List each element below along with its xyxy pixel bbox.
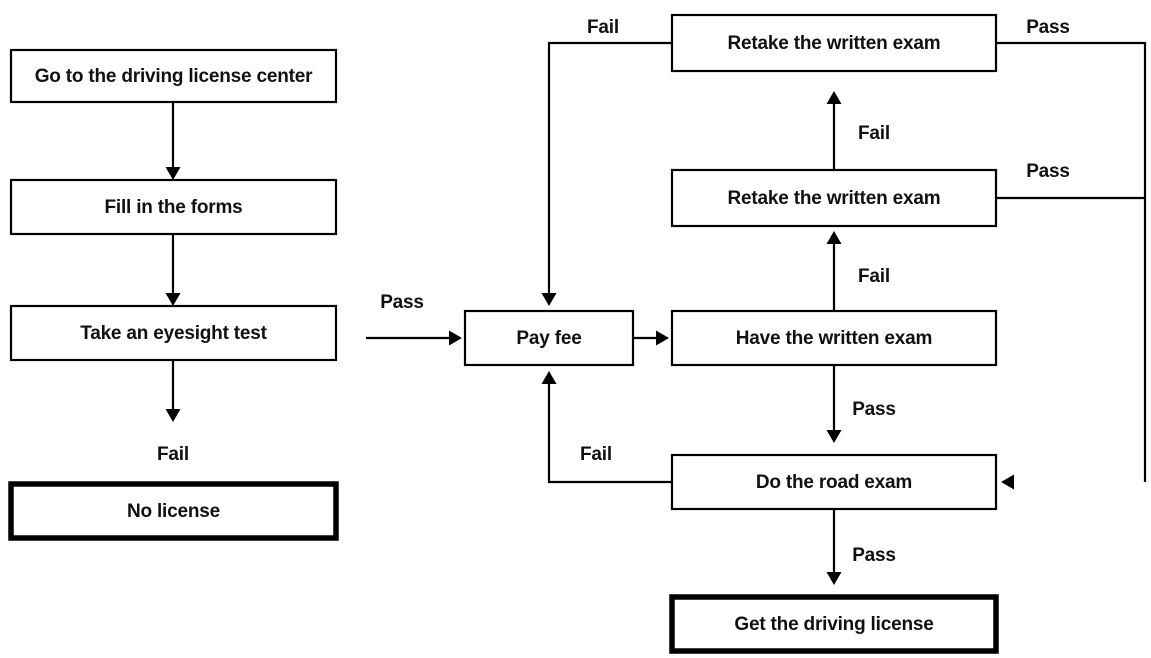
node-label-get-license: Get the driving license	[734, 614, 933, 635]
edge-e-retake1-pass	[996, 41, 1147, 490]
edge-label-e-retake1-pass: Pass	[1026, 17, 1070, 38]
node-box-road-exam[interactable]	[670, 453, 998, 511]
edge-e-payfee-written	[633, 330, 669, 346]
arrowhead-e-forms-eyesight	[165, 293, 181, 306]
node-box-get-license[interactable]	[669, 594, 999, 654]
edge-e-retake1-fail	[541, 41, 672, 306]
edge-label-e-eyesight-pass: Pass	[380, 292, 424, 313]
node-retake-2[interactable]: Retake the written exam	[670, 168, 998, 228]
edge-label-e-road-pass: Pass	[852, 545, 896, 566]
edge-line-e-retake1-pass	[996, 41, 1147, 482]
edge-e-forms-eyesight	[165, 234, 181, 306]
node-box-retake-1[interactable]	[670, 13, 998, 73]
edge-label-e-retake2-pass: Pass	[1026, 161, 1070, 182]
arrowhead-e-retake1-fail	[541, 293, 557, 306]
edge-label-e-eyesight-fail: Fail	[157, 444, 189, 465]
node-fill-forms[interactable]: Fill in the forms	[9, 178, 338, 236]
node-label-pay-fee: Pay fee	[516, 328, 581, 349]
edge-label-e-road-fail: Fail	[580, 444, 612, 465]
node-label-no-license: No license	[127, 501, 220, 522]
arrowhead-e-eyesight-pass	[449, 330, 462, 346]
node-written-exam[interactable]: Have the written exam	[670, 309, 998, 367]
node-label-fill-forms: Fill in the forms	[104, 197, 242, 218]
node-retake-1[interactable]: Retake the written exam	[670, 13, 998, 73]
edge-label-e-written-pass: Pass	[852, 399, 896, 420]
arrowhead-e-retake1-pass	[1001, 474, 1014, 490]
node-box-eyesight[interactable]	[9, 304, 338, 362]
node-label-road-exam: Do the road exam	[756, 472, 912, 493]
edge-label-e-written-fail: Fail	[858, 266, 890, 287]
edge-e-written-fail	[826, 231, 842, 311]
node-label-eyesight: Take an eyesight test	[80, 323, 267, 344]
arrowhead-e-road-pass	[826, 572, 842, 585]
node-box-written-exam[interactable]	[670, 309, 998, 367]
arrowhead-e-eyesight-fail	[165, 409, 181, 422]
node-box-fill-forms[interactable]	[9, 178, 338, 236]
edge-e-road-fail	[541, 371, 672, 484]
node-get-license[interactable]: Get the driving license	[669, 594, 999, 654]
node-box-pay-fee[interactable]	[463, 309, 635, 367]
node-label-retake-2: Retake the written exam	[728, 188, 941, 209]
node-eyesight[interactable]: Take an eyesight test	[9, 304, 338, 362]
edge-line-e-road-fail	[547, 377, 672, 484]
edge-e-written-pass	[826, 365, 842, 443]
edge-e-eyesight-fail	[165, 360, 181, 422]
node-box-retake-2[interactable]	[670, 168, 998, 228]
node-no-license[interactable]: No license	[8, 481, 339, 541]
arrowhead-e-payfee-written	[656, 330, 669, 346]
arrowhead-e-written-pass	[826, 430, 842, 443]
node-go-center[interactable]: Go to the driving license center	[9, 48, 338, 104]
edge-e-center-forms	[165, 102, 181, 180]
node-pay-fee[interactable]: Pay fee	[463, 309, 635, 367]
node-label-written-exam: Have the written exam	[736, 328, 932, 349]
node-label-go-center: Go to the driving license center	[35, 66, 313, 87]
edge-e-retake2-fail	[826, 91, 842, 170]
arrowhead-e-road-fail	[541, 371, 557, 384]
node-label-retake-1: Retake the written exam	[728, 33, 941, 54]
node-box-no-license[interactable]	[8, 481, 339, 541]
node-box-go-center[interactable]	[9, 48, 338, 104]
edges-layer	[165, 41, 1147, 585]
arrowhead-e-retake2-fail	[826, 91, 842, 104]
arrowhead-e-written-fail	[826, 231, 842, 244]
edge-label-e-retake1-fail: Fail	[587, 17, 619, 38]
edge-label-e-retake2-fail: Fail	[858, 123, 890, 144]
edge-e-eyesight-pass	[366, 330, 462, 346]
arrowhead-e-center-forms	[165, 167, 181, 180]
node-road-exam[interactable]: Do the road exam	[670, 453, 998, 511]
edge-e-road-pass	[826, 509, 842, 585]
edge-line-e-retake1-fail	[547, 41, 672, 300]
